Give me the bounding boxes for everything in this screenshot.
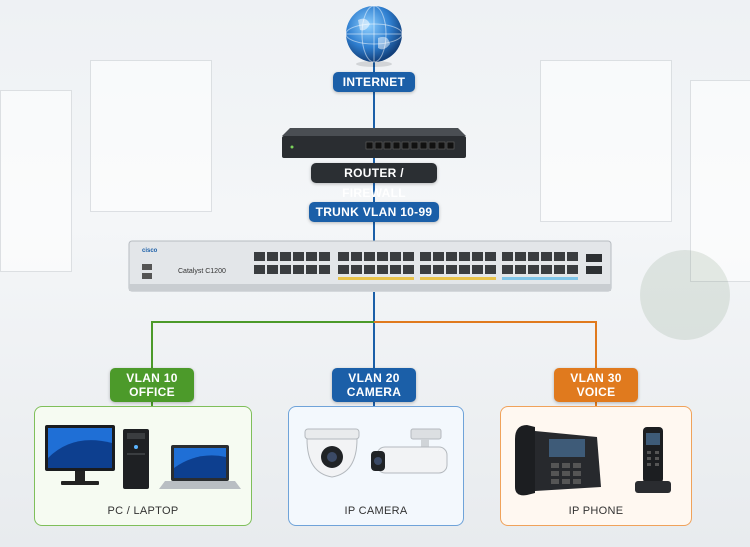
vlan-name: CAMERA — [346, 385, 402, 399]
router-label: ROUTER / FIREWALL — [311, 163, 437, 200]
vlan-office-label: VLAN 10 OFFICE — [110, 368, 194, 402]
laptop-icon — [159, 445, 241, 489]
router-icon — [282, 128, 466, 158]
office-devices-card: PC / LAPTOP — [34, 406, 252, 526]
switch-icon — [128, 240, 612, 292]
camera-devices-card: IP CAMERA — [288, 406, 464, 526]
vlan-id: VLAN 10 — [126, 371, 178, 385]
globe-icon — [345, 5, 403, 67]
cordless-phone-icon — [635, 427, 671, 493]
device-label: IP CAMERA — [344, 505, 408, 517]
vlan-camera-label: VLAN 20 CAMERA — [332, 368, 416, 402]
vlan-name: OFFICE — [129, 385, 175, 399]
monitor-icon — [45, 425, 115, 485]
background-window — [690, 80, 750, 282]
dome-camera-icon — [304, 428, 360, 478]
phone-devices-card: IP PHONE — [500, 406, 692, 526]
trunk-label: TRUNK VLAN 10-99 — [309, 202, 439, 222]
background-window — [90, 60, 212, 212]
device-label: PC / LAPTOP — [107, 505, 179, 517]
vlan-id: VLAN 20 — [348, 371, 400, 385]
switch-brand: cisco — [142, 248, 158, 254]
background-window — [540, 60, 672, 222]
device-label: IP PHONE — [568, 505, 624, 517]
desk-phone-icon — [515, 425, 601, 496]
vlan-voice-label: VLAN 30 VOICE — [554, 368, 638, 402]
vlan-name: VOICE — [576, 385, 616, 399]
background-window — [0, 90, 72, 272]
switch-model: Catalyst C1200 — [178, 268, 226, 275]
background-plant — [640, 250, 730, 340]
bullet-camera-icon — [371, 428, 448, 474]
internet-label: INTERNET — [333, 72, 415, 92]
pc-tower-icon — [123, 429, 149, 489]
vlan-id: VLAN 30 — [570, 371, 622, 385]
